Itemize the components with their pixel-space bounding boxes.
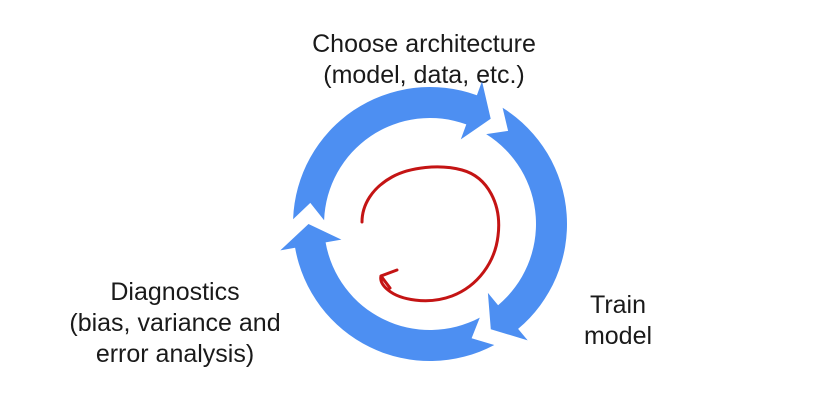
node-diagnostics-line-3: error analysis) [95,340,255,368]
node-train-model-line-2: model [583,322,653,350]
cycle-arrow-train-to-diagnostics [486,107,568,341]
node-train-model-line-1: Train [589,291,647,319]
node-choose-architecture: Choose architecture (model, data, etc.) [259,29,589,91]
node-choose-architecture-line-2: (model, data, etc.) [323,61,525,89]
node-choose-architecture-line-1: Choose architecture [312,30,536,58]
node-diagnostics-line-2: (bias, variance and [69,309,281,337]
cycle-arrow-diagnostics-to-choose [280,224,495,362]
node-diagnostics-line-1: Diagnostics [110,278,240,306]
node-diagnostics: Diagnostics (bias, variance and error an… [20,277,330,370]
hand-drawn-loop-arrow [360,165,501,303]
node-train-model: Train model [548,290,688,352]
cycle-arrows [280,81,568,362]
cycle-arrow-choose-to-train [293,81,491,221]
